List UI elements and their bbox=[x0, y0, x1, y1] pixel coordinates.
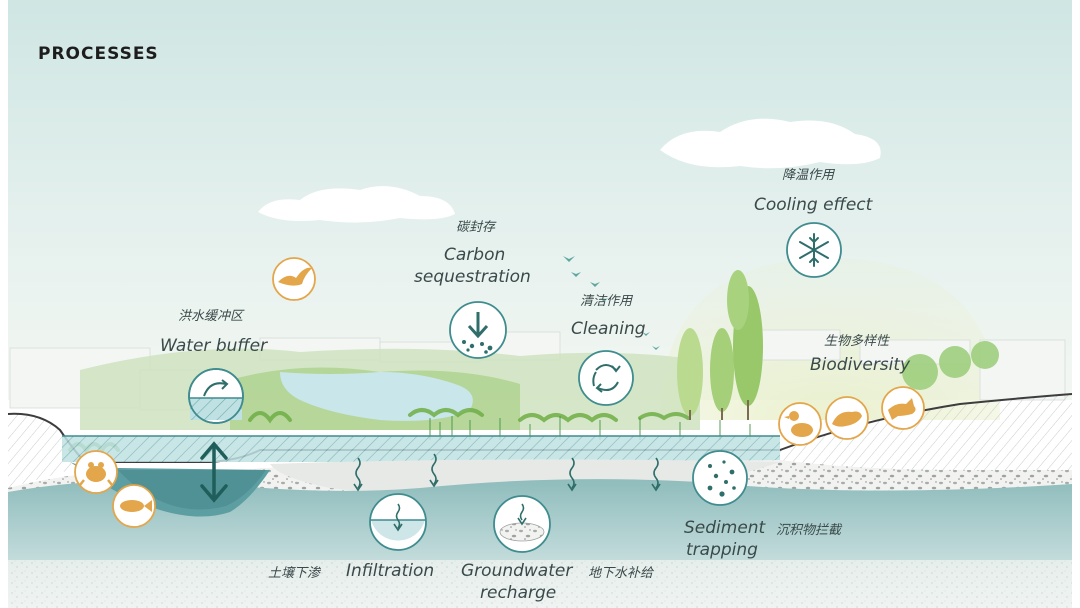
sediment-zh-label: 沉积物拦截 bbox=[776, 523, 842, 538]
cleaning-cycle-icon bbox=[578, 350, 634, 406]
sediment-en-label-1: Sediment bbox=[684, 518, 766, 538]
page-title: PROCESSES bbox=[38, 44, 159, 64]
carbon-en-label-1: Carbon bbox=[444, 245, 506, 265]
cooling-en-label: Cooling effect bbox=[754, 195, 873, 215]
infiltration-zh-label: 土壤下渗 bbox=[268, 566, 321, 581]
carbon-down-arrow-icon bbox=[449, 301, 507, 359]
fish-icon bbox=[112, 484, 156, 528]
fox-icon bbox=[881, 386, 925, 430]
snowflake-icon bbox=[786, 222, 842, 278]
biodiversity-zh-label: 生物多样性 bbox=[824, 334, 890, 349]
groundwater-en-label-1: Groundwater bbox=[461, 561, 573, 581]
cooling-zh-label: 降温作用 bbox=[782, 168, 835, 183]
infiltration-arrows bbox=[353, 453, 661, 492]
duck-icon bbox=[778, 402, 822, 446]
water-buffer-zh-label: 洪水缓冲区 bbox=[178, 309, 244, 324]
carbon-en-label-2: sequestration bbox=[414, 267, 531, 287]
biodiversity-en-label: Biodiversity bbox=[810, 355, 911, 375]
sediment-dots-icon bbox=[692, 450, 748, 506]
cleaning-en-label: Cleaning bbox=[571, 319, 646, 339]
frog-icon bbox=[74, 450, 118, 494]
cleaning-zh-label: 清洁作用 bbox=[580, 294, 633, 309]
infiltration-en-label: Infiltration bbox=[346, 561, 435, 581]
poplar-trees bbox=[677, 270, 763, 420]
water-buffer-en-label: Water buffer bbox=[160, 336, 268, 356]
groundwater-zh-label: 地下水补给 bbox=[588, 566, 654, 581]
bird-icon bbox=[272, 257, 316, 301]
water-level-arrow bbox=[200, 441, 228, 503]
groundwater-en-label-2: recharge bbox=[480, 583, 557, 603]
infiltration-icon bbox=[369, 493, 427, 551]
otter-icon bbox=[825, 396, 869, 440]
carbon-zh-label: 碳封存 bbox=[456, 220, 496, 235]
flying-birds bbox=[563, 256, 660, 350]
water-buffer-icon bbox=[188, 368, 244, 424]
groundwater-icon bbox=[493, 495, 551, 553]
sediment-en-label-2: trapping bbox=[686, 540, 758, 560]
